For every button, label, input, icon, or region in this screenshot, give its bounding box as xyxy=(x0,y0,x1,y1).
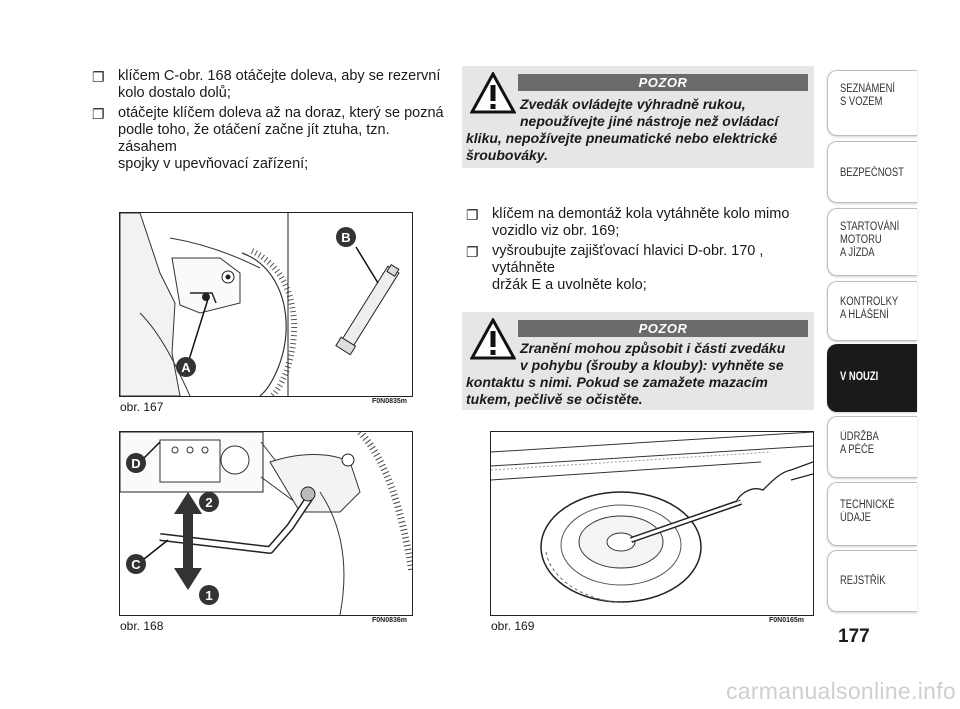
list-item: ❐ vyšroubujte zajišťovací hlavici D-obr.… xyxy=(466,243,816,294)
tab-rejstrik[interactable]: REJSTŘÍK xyxy=(827,550,917,612)
label-d: D xyxy=(131,456,140,471)
tab-bezpecnost[interactable]: BEZPEČNOST xyxy=(827,141,917,203)
list-item: ❐ otáčejte klíčem doleva až na doraz, kt… xyxy=(92,105,452,173)
label-2: 2 xyxy=(205,495,212,510)
figure-167-illustration: A B xyxy=(120,213,400,396)
warning-text: Zvedák ovládejte výhradně rukou, xyxy=(520,96,746,112)
warning-box-injury: POZOR Zranění mohou způsobit i části zve… xyxy=(462,312,814,410)
warning-triangle-icon xyxy=(470,72,516,114)
warning-text: v pohybu (šrouby a klouby): vyhněte se xyxy=(520,357,784,373)
bullet-text: držák E a uvolněte kolo; xyxy=(492,277,647,293)
checkbox-bullet-icon: ❐ xyxy=(92,106,105,122)
tab-label: SEZNÁMENÍ xyxy=(840,83,896,95)
label-a: A xyxy=(181,360,191,375)
figure-167-caption: obr. 167 xyxy=(120,400,164,414)
warning-text: Zranění mohou způsobit i části zvedáku xyxy=(520,340,786,356)
warning-triangle-icon xyxy=(470,318,516,360)
list-item: ❐ klíčem C-obr. 168 otáčejte doleva, aby… xyxy=(92,68,452,102)
tab-label: MOTORU xyxy=(840,234,882,246)
list-item: ❐ klíčem na demontáž kola vytáhněte kolo… xyxy=(466,206,816,240)
bullet-text: vyšroubujte zajišťovací hlavici D-obr. 1… xyxy=(492,243,764,276)
figure-169 xyxy=(490,431,814,616)
page-number: 177 xyxy=(838,626,870,647)
warning-text: tukem, pečlivě se očistěte. xyxy=(466,391,643,407)
figure-169-code: F0N0165m xyxy=(769,617,805,624)
label-c: C xyxy=(131,557,141,572)
warning-box-jack: POZOR Zvedák ovládejte výhradně rukou, n… xyxy=(462,66,814,168)
label-b: B xyxy=(341,230,350,245)
bullet-text: klíčem C-obr. 168 otáčejte doleva, aby s… xyxy=(118,68,441,84)
warning-title: POZOR xyxy=(518,320,808,337)
tab-startovani[interactable]: STARTOVÁNÍ MOTORU A JÍZDA xyxy=(827,208,917,276)
checkbox-bullet-icon: ❐ xyxy=(466,207,479,223)
tab-label: S VOZEM xyxy=(840,96,883,108)
tab-technicke-udaje[interactable]: TECHNICKÉ ÚDAJE xyxy=(827,482,917,546)
watermark-text: carmanualsonline.info xyxy=(725,678,956,704)
warning-text: kliku, nepožívejte pneumatické nebo elek… xyxy=(466,130,778,146)
left-bullet-list: ❐ klíčem C-obr. 168 otáčejte doleva, aby… xyxy=(92,68,452,176)
figure-168-code: F0N0836m xyxy=(372,617,408,624)
figure-168-caption: obr. 168 xyxy=(120,619,164,633)
right-bullet-list: ❐ klíčem na demontáž kola vytáhněte kolo… xyxy=(466,206,816,297)
checkbox-bullet-icon: ❐ xyxy=(92,69,105,85)
label-1: 1 xyxy=(205,588,212,603)
figure-168-illustration: D C 2 1 xyxy=(120,432,412,615)
figure-168: D C 2 1 xyxy=(119,431,413,616)
figure-167-code: F0N0835m xyxy=(372,398,408,405)
figure-167: A B xyxy=(119,212,413,397)
bullet-text: spojky v upevňovací zařízení; xyxy=(118,156,309,172)
tab-label: ÚDAJE xyxy=(840,512,871,524)
tab-seznameni[interactable]: SEZNÁMENÍ S VOZEM xyxy=(827,70,917,136)
tab-label: A HLÁŠENÍ xyxy=(840,309,889,321)
figure-169-illustration xyxy=(491,432,813,603)
warning-text: nepoužívejte jiné nástroje než ovládací xyxy=(520,113,779,129)
bullet-text: klíčem na demontáž kola vytáhněte kolo m… xyxy=(492,206,790,222)
tab-label: A JÍZDA xyxy=(840,247,875,259)
tab-v-nouzi[interactable]: V NOUZI xyxy=(827,344,917,412)
tab-label: A PÉČE xyxy=(840,444,875,456)
tab-label: KONTROLKY xyxy=(840,296,899,308)
bullet-text: podle toho, že otáčení začne jít ztuha, … xyxy=(118,122,390,155)
warning-text: šroubováky. xyxy=(466,147,548,163)
tab-label: BEZPEČNOST xyxy=(840,167,904,179)
checkbox-bullet-icon: ❐ xyxy=(466,244,479,260)
tab-label: ÚDRŽBA xyxy=(840,431,879,443)
tab-label: STARTOVÁNÍ xyxy=(840,221,900,233)
tab-label: TECHNICKÉ xyxy=(840,499,895,511)
tab-label: V NOUZI xyxy=(840,371,879,383)
bullet-text: otáčejte klíčem doleva až na doraz, kter… xyxy=(118,105,444,121)
tab-label: REJSTŘÍK xyxy=(840,575,886,587)
warning-text: kontaktu s nimi. Pokud se zamažete mazac… xyxy=(466,374,768,390)
tab-udrzba[interactable]: ÚDRŽBA A PÉČE xyxy=(827,416,917,478)
warning-title: POZOR xyxy=(518,74,808,91)
tab-kontrolky[interactable]: KONTROLKY A HLÁŠENÍ xyxy=(827,281,917,341)
bullet-text: kolo dostalo dolů; xyxy=(118,85,231,101)
bullet-text: vozidlo viz obr. 169; xyxy=(492,223,620,239)
figure-169-caption: obr. 169 xyxy=(491,619,535,633)
